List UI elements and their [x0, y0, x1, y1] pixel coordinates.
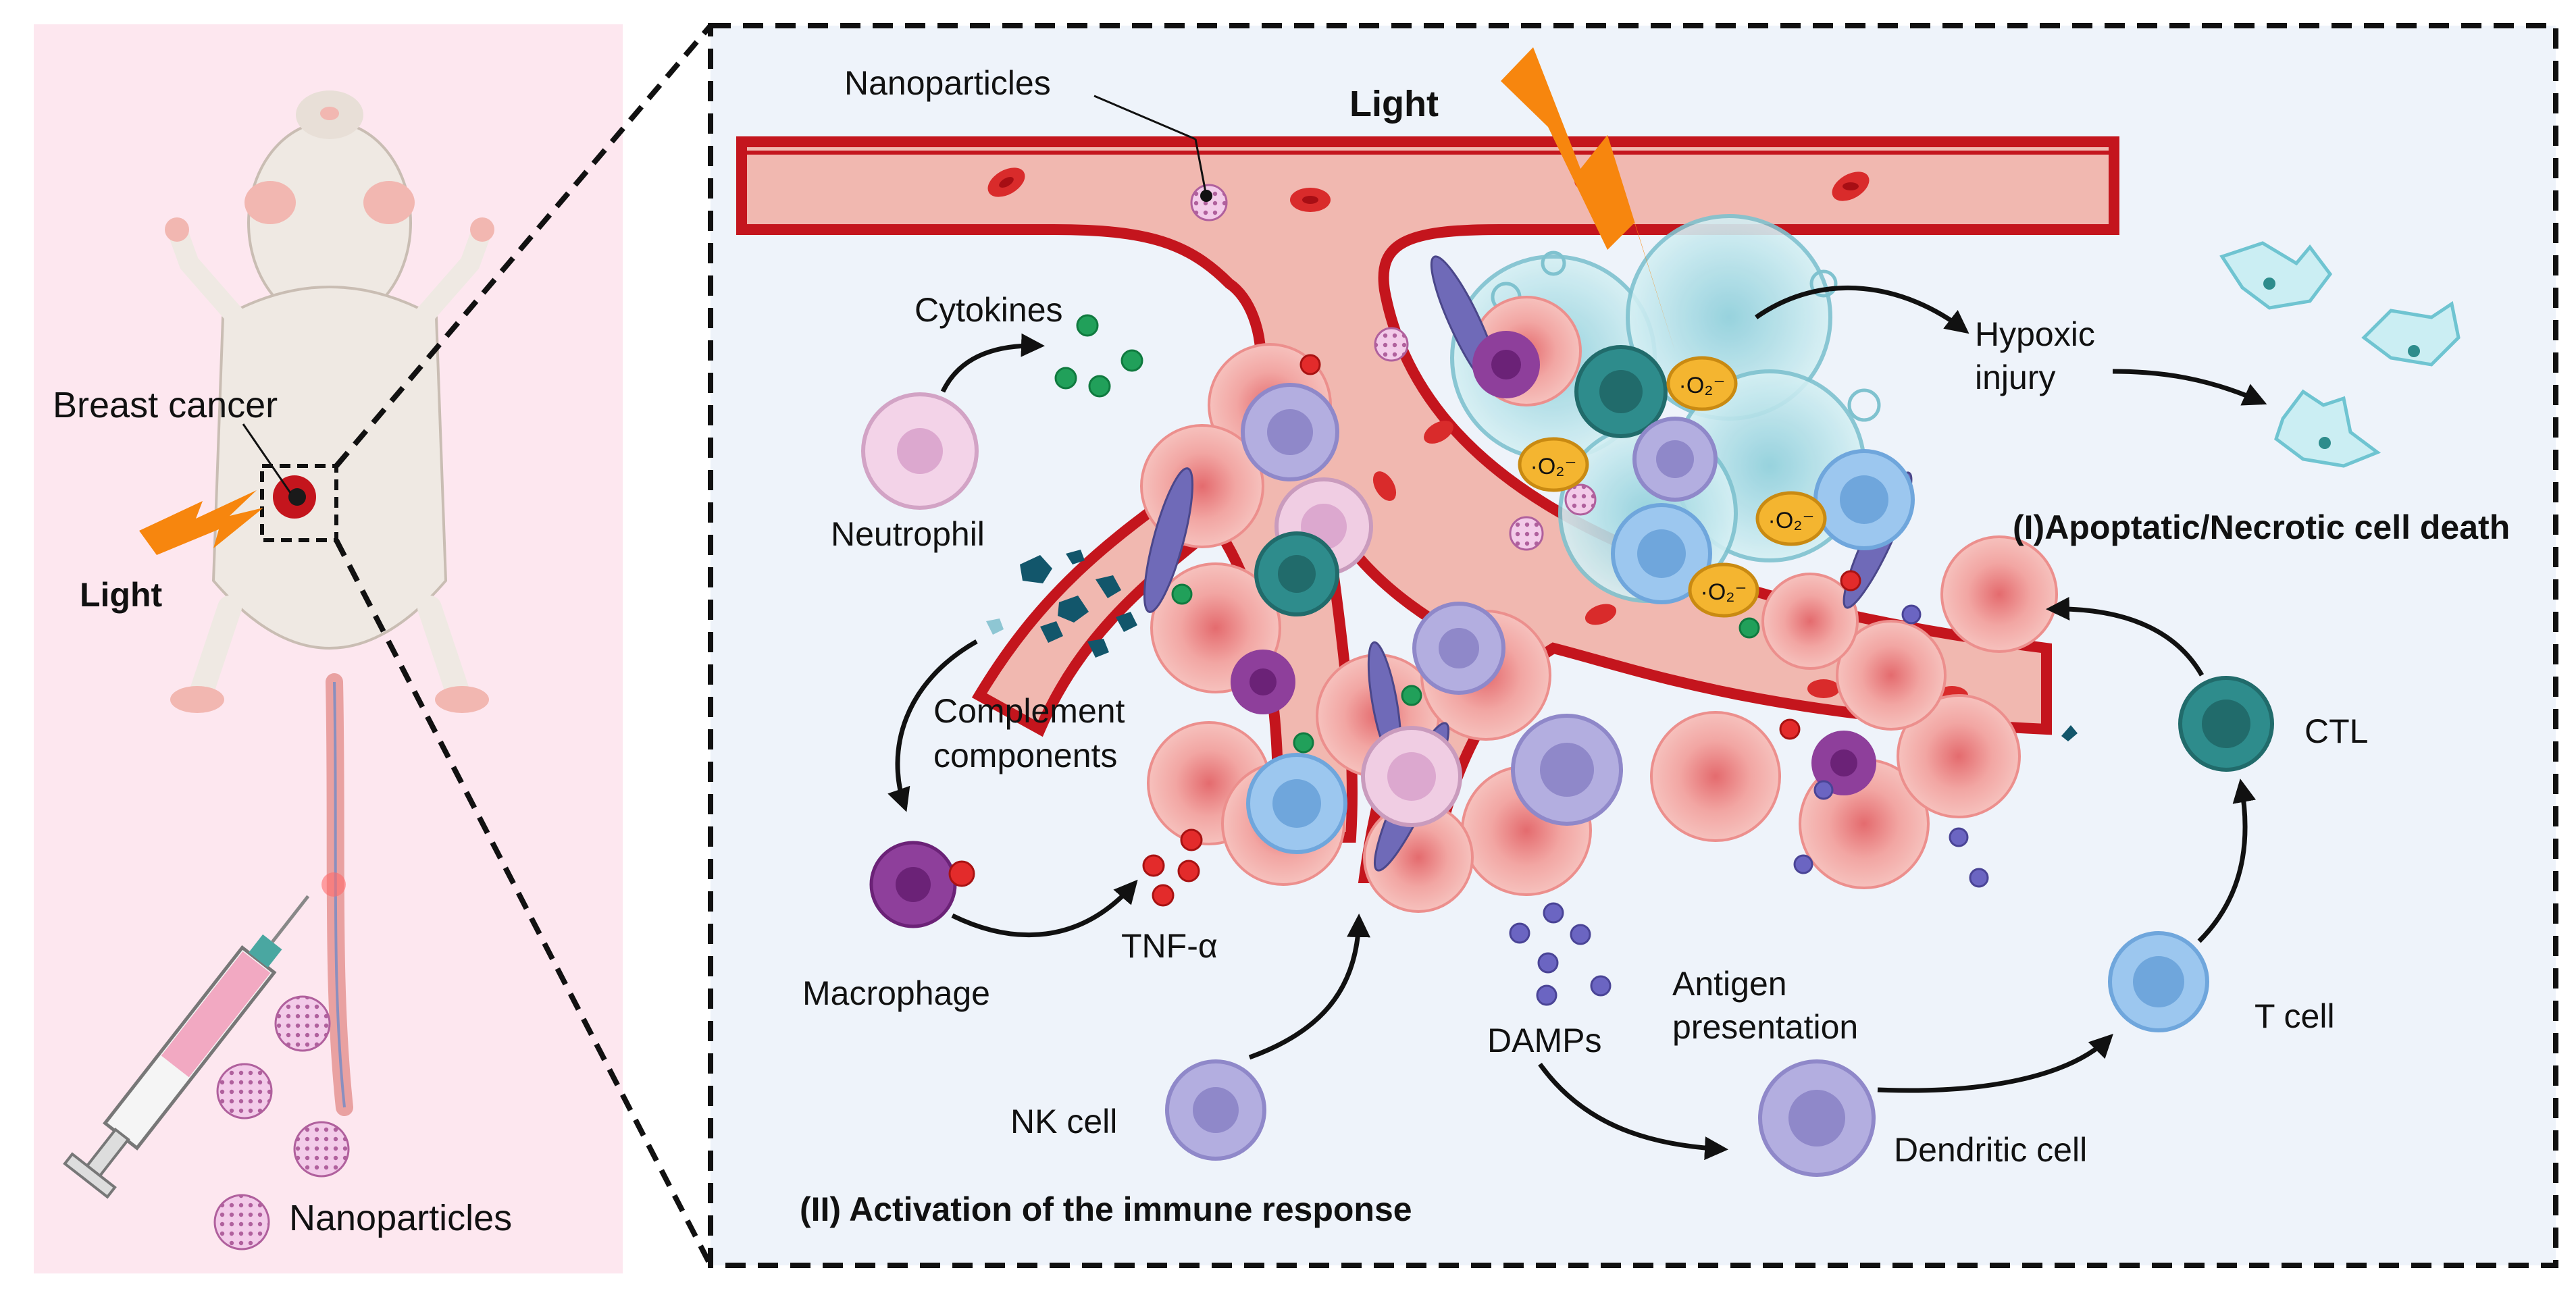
hypoxic-label-line2: injury [1975, 359, 2055, 396]
tnf-dots [1142, 828, 1203, 907]
left-panel: Breast cancer Light Nanoparticles [34, 24, 623, 1273]
mouse-illustration [165, 90, 494, 713]
ctl-cell [2178, 676, 2274, 772]
superoxide-badge: ·O₂⁻ [1688, 562, 1759, 618]
tcell-to-ctl-arrow [2197, 779, 2257, 943]
hypoxic-label-line1: Hypoxic [1975, 315, 2095, 353]
left-nanoparticles [213, 995, 350, 1250]
damps-dots [1509, 902, 1612, 1006]
cytokine-dots [1054, 314, 1143, 398]
superoxide-badge: ·O₂⁻ [1755, 491, 1827, 546]
cell-death-label: (I)Apoptatic/Necrotic cell death [2013, 508, 2510, 546]
red-dots [1299, 354, 1861, 740]
superoxide-badge: ·O₂⁻ [1666, 356, 1738, 411]
tumor-immune-cells [1241, 345, 1915, 854]
dendritic-to-tcell-arrow [1877, 1034, 2113, 1093]
superoxide-badges: ·O₂⁻ ·O₂⁻ ·O₂⁻ ·O₂⁻ [1518, 356, 1827, 618]
nk-cell [1165, 1059, 1266, 1161]
left-light-label: Light [80, 576, 163, 614]
breast-cancer-label: Breast cancer [53, 385, 278, 425]
syringe-icon [63, 895, 310, 1199]
dendritic-cell [1758, 1059, 1876, 1177]
macrophage-to-tnf-arrow [951, 879, 1138, 938]
main-light-bolt-icon [1501, 47, 1675, 351]
macrophage-cell [869, 841, 975, 928]
svg-text:·O₂⁻: ·O₂⁻ [1679, 373, 1726, 398]
complement-to-macrophage-arrow [887, 639, 978, 812]
antigen-label-line1: Antigen [1672, 965, 1787, 1003]
complement-label-line2: components [933, 737, 1117, 774]
zoom-line-bottom [334, 539, 713, 1267]
superoxide-badge: ·O₂⁻ [1518, 437, 1589, 492]
tumor-damps-dots [1793, 604, 1989, 888]
zoom-box [260, 464, 338, 542]
nk-cell-label: NK cell [1010, 1103, 1117, 1140]
neutrophil-label: Neutrophil [831, 515, 985, 553]
hypoxic-to-death-arrow [2112, 369, 2267, 406]
complement-label-line1: Complement [933, 692, 1125, 730]
svg-text:·O₂⁻: ·O₂⁻ [1530, 454, 1577, 479]
nanoparticles-label: Nanoparticles [844, 64, 1051, 102]
left-nanoparticles-label: Nanoparticles [289, 1198, 512, 1238]
zoom-line-top [334, 24, 713, 468]
immune-activation-label: (II) Activation of the immune response [800, 1190, 1412, 1228]
svg-text:·O₂⁻: ·O₂⁻ [1768, 508, 1815, 533]
dead-cells [2219, 241, 2461, 468]
complement-fragments [986, 550, 1137, 658]
t-cell-label: T cell [2255, 997, 2335, 1035]
damps-label: DAMPs [1487, 1022, 1601, 1059]
vessel-nanoparticle [1190, 184, 1228, 221]
antigen-label-line2: presentation [1672, 1008, 1858, 1046]
cluster-to-hypoxic-arrow [1754, 285, 1969, 334]
cytokines-label: Cytokines [915, 291, 1063, 329]
dendritic-cell-label: Dendritic cell [1894, 1131, 2087, 1169]
neutrophil-to-cytokines-arrow [940, 333, 1045, 393]
green-dots [1171, 583, 1760, 754]
svg-text:·O₂⁻: ·O₂⁻ [1701, 579, 1747, 605]
macrophage-label: Macrophage [802, 974, 990, 1012]
neutrophil-cell [861, 392, 979, 510]
ctl-label: CTL [2304, 712, 2368, 750]
ctl-to-tumor-arrow [2046, 596, 2205, 677]
light-bolt-icon [139, 490, 263, 555]
tnf-alpha-label: TNF-α [1121, 927, 1218, 965]
main-panel: ·O₂⁻ ·O₂⁻ ·O₂⁻ ·O₂⁻ Nanoparticles Light … [708, 23, 2558, 1268]
t-cell [2108, 931, 2209, 1032]
light-label: Light [1349, 84, 1439, 124]
damps-to-dendritic-arrow [1538, 1062, 1728, 1161]
nk-to-tumor-arrow [1248, 914, 1370, 1060]
